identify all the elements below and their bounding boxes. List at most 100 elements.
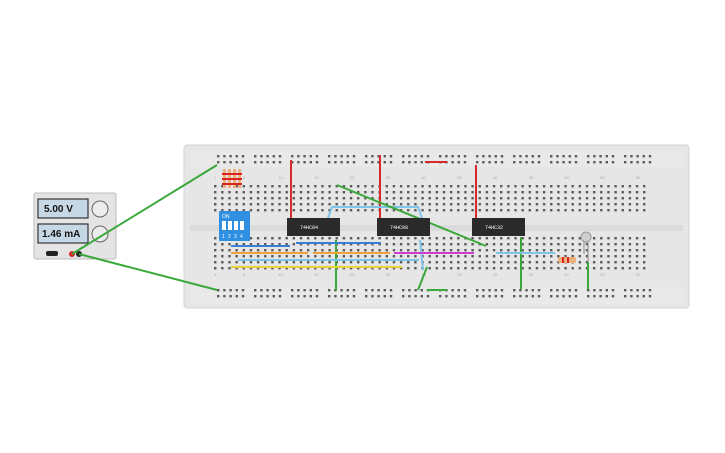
breadboard-hole[interactable] xyxy=(587,155,590,158)
breadboard-hole[interactable] xyxy=(214,203,217,206)
breadboard-hole[interactable] xyxy=(364,209,367,212)
breadboard-hole[interactable] xyxy=(235,249,238,252)
breadboard-hole[interactable] xyxy=(500,255,503,258)
breadboard-hole[interactable] xyxy=(349,209,353,212)
breadboard-hole[interactable] xyxy=(451,289,454,292)
breadboard-hole[interactable] xyxy=(525,161,528,164)
chip-body[interactable] xyxy=(472,218,525,236)
breadboard-hole[interactable] xyxy=(217,155,220,158)
breadboard-hole[interactable] xyxy=(442,261,446,264)
breadboard-hole[interactable] xyxy=(478,249,481,252)
breadboard-hole[interactable] xyxy=(306,191,310,194)
dip-toggle-1[interactable] xyxy=(222,221,226,230)
breadboard-hole[interactable] xyxy=(303,295,306,298)
breadboard-hole[interactable] xyxy=(421,243,424,246)
breadboard-hole[interactable] xyxy=(314,185,317,188)
breadboard-hole[interactable] xyxy=(571,191,574,194)
breadboard-hole[interactable] xyxy=(599,161,602,164)
breadboard-hole[interactable] xyxy=(249,267,253,270)
breadboard-hole[interactable] xyxy=(428,185,431,188)
breadboard-hole[interactable] xyxy=(266,155,269,158)
breadboard-hole[interactable] xyxy=(221,261,224,264)
breadboard-hole[interactable] xyxy=(449,267,453,270)
breadboard-hole[interactable] xyxy=(271,237,274,240)
breadboard-hole[interactable] xyxy=(578,197,582,200)
breadboard-hole[interactable] xyxy=(592,197,596,200)
breadboard-hole[interactable] xyxy=(352,295,356,298)
breadboard-hole[interactable] xyxy=(521,255,524,258)
breadboard-hole[interactable] xyxy=(228,267,231,270)
breadboard-hole[interactable] xyxy=(371,203,374,206)
breadboard-hole[interactable] xyxy=(414,267,417,270)
breadboard-hole[interactable] xyxy=(628,203,632,206)
breadboard-hole[interactable] xyxy=(342,185,346,188)
breadboard-hole[interactable] xyxy=(426,295,430,298)
breadboard-hole[interactable] xyxy=(525,155,528,158)
breadboard-hole[interactable] xyxy=(428,261,431,264)
breadboard-hole[interactable] xyxy=(223,161,226,164)
breadboard-hole[interactable] xyxy=(349,267,353,270)
breadboard-hole[interactable] xyxy=(607,191,610,194)
breadboard-hole[interactable] xyxy=(407,185,410,188)
breadboard-hole[interactable] xyxy=(315,289,319,292)
breadboard-hole[interactable] xyxy=(599,289,602,292)
breadboard-hole[interactable] xyxy=(428,209,431,212)
breadboard-hole[interactable] xyxy=(585,197,589,200)
breadboard-hole[interactable] xyxy=(492,267,496,270)
breadboard-hole[interactable] xyxy=(571,185,574,188)
breadboard-hole[interactable] xyxy=(340,161,343,164)
breadboard-hole[interactable] xyxy=(435,197,439,200)
breadboard-hole[interactable] xyxy=(235,155,238,158)
breadboard-hole[interactable] xyxy=(593,161,596,164)
breadboard-hole[interactable] xyxy=(229,155,232,158)
breadboard-hole[interactable] xyxy=(242,255,245,258)
breadboard-hole[interactable] xyxy=(562,155,565,158)
breadboard-hole[interactable] xyxy=(421,237,424,240)
breadboard-hole[interactable] xyxy=(600,203,603,206)
breadboard-hole[interactable] xyxy=(628,255,632,258)
breadboard-hole[interactable] xyxy=(542,203,546,206)
breadboard-hole[interactable] xyxy=(607,261,610,264)
breadboard-hole[interactable] xyxy=(428,267,431,270)
breadboard-hole[interactable] xyxy=(614,237,617,240)
breadboard-hole[interactable] xyxy=(492,261,496,264)
breadboard-hole[interactable] xyxy=(271,255,274,258)
breadboard-hole[interactable] xyxy=(278,249,281,252)
breadboard-hole[interactable] xyxy=(306,209,310,212)
breadboard-hole[interactable] xyxy=(328,289,331,292)
breadboard-hole[interactable] xyxy=(357,249,360,252)
breadboard-hole[interactable] xyxy=(571,237,574,240)
breadboard-hole[interactable] xyxy=(407,191,410,194)
breadboard-hole[interactable] xyxy=(242,267,245,270)
breadboard-hole[interactable] xyxy=(371,243,374,246)
breadboard-hole[interactable] xyxy=(445,155,448,158)
breadboard-hole[interactable] xyxy=(607,209,610,212)
breadboard-hole[interactable] xyxy=(507,197,510,200)
breadboard-hole[interactable] xyxy=(614,191,617,194)
breadboard-hole[interactable] xyxy=(364,191,367,194)
breadboard-hole[interactable] xyxy=(278,267,281,270)
breadboard-hole[interactable] xyxy=(494,161,497,164)
breadboard-hole[interactable] xyxy=(340,295,343,298)
breadboard-hole[interactable] xyxy=(482,295,485,298)
breadboard-hole[interactable] xyxy=(535,203,539,206)
chip-74hc04[interactable]: 74HC04 xyxy=(287,218,340,236)
breadboard-hole[interactable] xyxy=(342,267,346,270)
breadboard-hole[interactable] xyxy=(621,255,624,258)
breadboard-hole[interactable] xyxy=(542,209,546,212)
breadboard-hole[interactable] xyxy=(578,191,582,194)
breadboard-hole[interactable] xyxy=(485,255,489,258)
breadboard-hole[interactable] xyxy=(521,249,524,252)
breadboard-hole[interactable] xyxy=(217,161,220,164)
breadboard-hole[interactable] xyxy=(264,191,267,194)
breadboard-hole[interactable] xyxy=(221,185,224,188)
breadboard-hole[interactable] xyxy=(607,203,610,206)
breadboard-hole[interactable] xyxy=(399,267,403,270)
breadboard-hole[interactable] xyxy=(500,267,503,270)
breadboard-hole[interactable] xyxy=(525,289,528,292)
breadboard-hole[interactable] xyxy=(537,161,541,164)
voltage-knob[interactable] xyxy=(91,200,109,218)
breadboard-hole[interactable] xyxy=(528,237,531,240)
breadboard-hole[interactable] xyxy=(630,295,633,298)
